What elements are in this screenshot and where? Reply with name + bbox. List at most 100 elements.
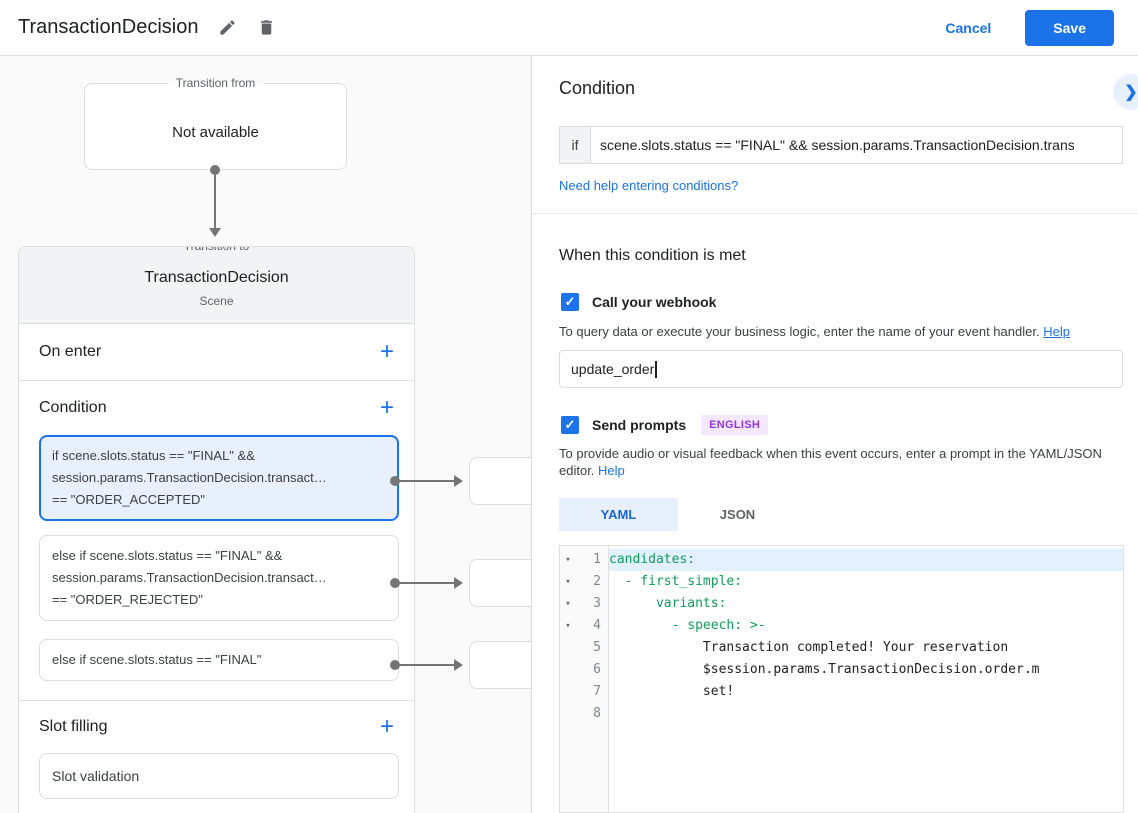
condition-section-header: Condition + — [19, 381, 414, 435]
condition-line: else if scene.slots.status == "FINAL" && — [52, 548, 283, 563]
panel-title: Condition — [559, 78, 636, 98]
when-condition-met-title: When this condition is met — [559, 247, 746, 264]
call-webhook-row: ✓ Call your webhook — [561, 293, 716, 311]
line-number: 6 — [593, 662, 601, 677]
prompts-helper-text: To provide audio or visual feedback when… — [559, 445, 1119, 479]
code-line: - speech: >- — [609, 618, 766, 633]
scene-subtitle: Scene — [199, 294, 234, 308]
editor-code-area[interactable]: candidates: - first_simple: variants: - … — [609, 546, 1123, 812]
transition-target-box[interactable] — [469, 559, 531, 607]
line-number: 4 — [593, 618, 601, 633]
line-number: 3 — [593, 596, 601, 611]
trash-icon — [257, 18, 276, 37]
fold-arrow-icon[interactable]: ▾ — [565, 599, 571, 609]
code-line: variants: — [609, 596, 727, 611]
code-line: candidates: — [609, 549, 1123, 571]
line-number: 2 — [593, 574, 601, 589]
transition-target-box[interactable] — [469, 641, 531, 689]
condition-label: Condition — [39, 399, 107, 416]
connector-arrowhead-icon — [454, 659, 463, 671]
transition-from-value: Not available — [172, 124, 259, 141]
connector-line — [397, 582, 454, 584]
slot-filling-section: Slot filling + — [19, 701, 414, 753]
editor-gutter: ▾1 ▾2 ▾3 ▾4 5 6 7 8 — [560, 546, 609, 812]
tab-json[interactable]: JSON — [719, 507, 756, 522]
section-divider — [19, 700, 414, 701]
connector-dot — [390, 660, 400, 670]
connector-arrowhead-icon — [454, 475, 463, 487]
cancel-button[interactable]: Cancel — [945, 19, 992, 36]
condition-expression-row: if scene.slots.status == "FINAL" && sess… — [559, 126, 1123, 164]
editor-tabs: YAML JSON — [559, 498, 797, 531]
line-number: 1 — [593, 552, 601, 567]
scene-header[interactable]: TransactionDecision Scene — [19, 247, 414, 324]
code-line: Transaction completed! Your reservation — [609, 640, 1009, 655]
collapse-panel-button[interactable]: ❯ — [1113, 74, 1138, 110]
connector-arrowhead-icon — [209, 228, 221, 237]
if-prefix-label: if — [559, 126, 590, 164]
line-number: 5 — [593, 640, 601, 655]
condition-help-link[interactable]: Need help entering conditions? — [559, 178, 739, 193]
checkmark-icon: ✓ — [564, 417, 576, 432]
add-slot-button[interactable]: + — [379, 713, 394, 740]
chevron-right-icon: ❯ — [1124, 84, 1138, 101]
connector-arrowhead-icon — [454, 577, 463, 589]
scene-flow-canvas: Transition from Not available Transition… — [0, 56, 531, 813]
condition-item-rejected[interactable]: else if scene.slots.status == "FINAL" &&… — [39, 535, 399, 621]
text-caret — [655, 360, 657, 378]
call-webhook-label: Call your webhook — [592, 294, 717, 310]
webhook-help-link[interactable]: Help — [1043, 324, 1070, 339]
send-prompts-checkbox[interactable]: ✓ — [561, 416, 579, 434]
transition-to-card: Transition to TransactionDecision Scene … — [18, 246, 415, 813]
prompts-help-link[interactable]: Help — [598, 463, 625, 478]
yaml-editor[interactable]: ▾1 ▾2 ▾3 ▾4 5 6 7 8 candidates: - first_… — [559, 545, 1124, 813]
condition-expression-input[interactable]: scene.slots.status == "FINAL" && session… — [590, 126, 1123, 164]
slot-validation-item[interactable]: Slot validation — [39, 753, 399, 799]
condition-item-final[interactable]: else if scene.slots.status == "FINAL" — [39, 639, 399, 681]
slot-filling-label: Slot filling — [39, 718, 108, 735]
connector-dot — [390, 578, 400, 588]
page-title: TransactionDecision — [18, 16, 199, 38]
condition-line: else if scene.slots.status == "FINAL" — [52, 652, 262, 667]
call-webhook-checkbox[interactable]: ✓ — [561, 293, 579, 311]
code-line: $session.params.TransactionDecision.orde… — [609, 662, 1040, 677]
delete-button[interactable] — [257, 18, 276, 37]
top-bar: TransactionDecision Cancel Save — [0, 0, 1138, 56]
fold-arrow-icon[interactable]: ▾ — [565, 621, 571, 631]
fold-arrow-icon[interactable]: ▾ — [565, 577, 571, 587]
transition-to-legend: Transition to — [175, 247, 258, 253]
on-enter-label: On enter — [39, 343, 102, 360]
language-badge: ENGLISH — [701, 415, 769, 435]
condition-line: if scene.slots.status == "FINAL" && — [52, 448, 255, 463]
webhook-helper-body: To query data or execute your business l… — [559, 324, 1040, 339]
connector-dot — [390, 476, 400, 486]
condition-line: == "ORDER_REJECTED" — [52, 592, 203, 607]
event-handler-value: update_order — [571, 361, 655, 377]
tab-yaml[interactable]: YAML — [559, 498, 678, 531]
webhook-helper-text: To query data or execute your business l… — [559, 323, 1119, 340]
code-line — [609, 703, 1123, 725]
send-prompts-row: ✓ Send prompts ENGLISH — [561, 415, 769, 435]
condition-line: == "ORDER_ACCEPTED" — [52, 492, 205, 507]
condition-detail-panel: Condition ❯ if scene.slots.status == "FI… — [531, 56, 1138, 813]
fold-arrow-icon[interactable]: ▾ — [565, 555, 571, 565]
add-on-enter-button[interactable]: + — [379, 338, 394, 365]
connector-line — [214, 170, 216, 229]
edit-button[interactable] — [218, 18, 237, 37]
transition-target-box[interactable] — [469, 457, 531, 505]
condition-item-accepted[interactable]: if scene.slots.status == "FINAL" && sess… — [39, 435, 399, 521]
transition-from-legend: Transition from — [167, 76, 264, 90]
event-handler-input[interactable]: update_order — [559, 350, 1123, 388]
connector-line — [397, 664, 454, 666]
prompts-helper-body: To provide audio or visual feedback when… — [559, 446, 1102, 478]
scene-title: TransactionDecision — [144, 269, 289, 286]
save-button[interactable]: Save — [1025, 9, 1114, 46]
connector-line — [397, 480, 454, 482]
code-line: set! — [609, 684, 735, 699]
code-line: - first_simple: — [609, 574, 743, 589]
add-condition-button[interactable]: + — [379, 394, 394, 421]
condition-line: session.params.TransactionDecision.trans… — [52, 570, 327, 585]
pencil-icon — [218, 18, 237, 37]
send-prompts-label: Send prompts — [592, 417, 687, 433]
panel-divider — [532, 213, 1138, 214]
